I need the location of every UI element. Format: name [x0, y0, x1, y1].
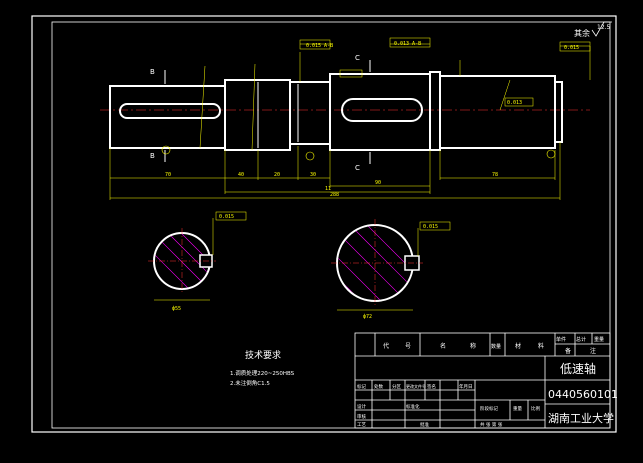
tech-req-item-2: 2.未注倒角C1.5 — [230, 379, 270, 387]
svg-text:更改文件号: 更改文件号 — [406, 383, 426, 389]
main-view-dim-text: 70 40 20 30 90 11 78 288 0.015 A-B 0.013… — [165, 41, 579, 198]
surface-roughness-symbol: 其余 12.5 — [574, 21, 612, 38]
header-qty: 数量 — [491, 343, 501, 350]
svg-text:20: 20 — [274, 172, 280, 178]
school-name: 湖南工业大学 — [548, 411, 614, 425]
svg-text:比例: 比例 — [531, 405, 540, 412]
svg-text:0.015: 0.015 — [219, 214, 234, 220]
svg-text:号: 号 — [405, 343, 411, 350]
section-c-view: ф72 0.015 — [331, 219, 451, 320]
drawing-number: 0440560101 — [548, 388, 618, 401]
svg-text:11: 11 — [325, 186, 331, 192]
inner-border — [51, 21, 611, 429]
svg-text:阶段标记: 阶段标记 — [480, 405, 498, 412]
svg-text:注: 注 — [590, 347, 596, 355]
svg-text:工艺: 工艺 — [357, 422, 366, 428]
svg-text:分区: 分区 — [392, 383, 401, 390]
svg-text:0.015 A-B: 0.015 A-B — [306, 43, 333, 49]
title-block-text: 代 号 名 称 数量 材 料 单件 总计 重量 备 注 低速轴 04405601… — [357, 336, 618, 428]
title-block — [354, 332, 611, 429]
tech-req-title: 技术要求 — [245, 349, 281, 361]
svg-text:0.015: 0.015 — [423, 224, 438, 230]
outer-border — [31, 15, 617, 433]
svg-text:单件: 单件 — [556, 336, 566, 343]
svg-text:设计: 设计 — [357, 403, 366, 410]
svg-text:年月日: 年月日 — [459, 383, 473, 390]
svg-text:批准: 批准 — [420, 421, 429, 428]
section-b-view: ф55 0.015 — [148, 211, 247, 312]
svg-text:标记: 标记 — [357, 383, 366, 390]
svg-text:总计: 总计 — [576, 336, 586, 343]
svg-text:40: 40 — [238, 172, 244, 178]
technical-requirements: 技术要求 1.调质处理220~250HBS 2.未注倒角C1.5 — [230, 349, 295, 387]
surface-value: 12.5 — [597, 24, 611, 31]
svg-text:C: C — [355, 164, 360, 172]
svg-text:标准化: 标准化 — [406, 403, 420, 410]
part-name: 低速轴 — [560, 361, 596, 376]
svg-text:C: C — [355, 54, 360, 62]
tech-req-item-1: 1.调质处理220~250HBS — [230, 369, 295, 377]
shaft-main-view: B B C C — [100, 54, 590, 172]
header-code: 代 — [383, 342, 389, 350]
svg-text:处数: 处数 — [374, 383, 383, 390]
surface-symbol-label: 其余 — [574, 28, 590, 38]
svg-text:78: 78 — [492, 172, 498, 178]
svg-text:称: 称 — [470, 342, 476, 350]
svg-text:审核: 审核 — [357, 413, 366, 420]
svg-text:备: 备 — [565, 347, 571, 355]
svg-text:B: B — [150, 68, 155, 76]
svg-text:B: B — [150, 152, 155, 160]
svg-text:重量: 重量 — [594, 336, 604, 343]
datum-markers — [161, 145, 556, 161]
svg-text:0.013 A-B: 0.013 A-B — [394, 41, 421, 47]
svg-text:ф72: ф72 — [363, 314, 372, 320]
svg-text:料: 料 — [538, 342, 544, 350]
sheet-label: 共 张 第 张 — [480, 421, 503, 428]
header-name: 名 — [440, 342, 446, 350]
svg-text:ф55: ф55 — [172, 306, 181, 312]
svg-text:90: 90 — [375, 180, 381, 186]
svg-text:0.015: 0.015 — [564, 45, 579, 51]
svg-text:30: 30 — [310, 172, 316, 178]
svg-text:重量: 重量 — [513, 405, 522, 412]
main-view-dimensions — [109, 37, 591, 200]
svg-text:288: 288 — [330, 192, 339, 198]
svg-text:签名: 签名 — [427, 383, 436, 390]
svg-text:0.013: 0.013 — [507, 100, 522, 106]
svg-text:70: 70 — [165, 172, 171, 178]
header-material: 材 — [515, 342, 521, 350]
